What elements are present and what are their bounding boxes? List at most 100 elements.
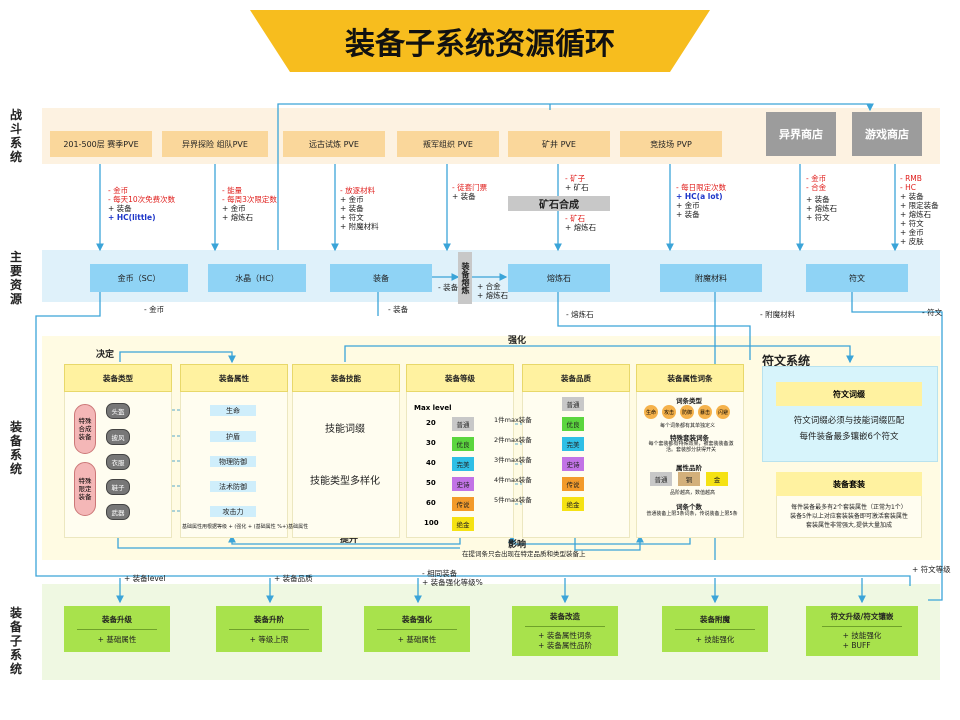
row-label-resource: 主要资源 <box>9 250 22 306</box>
skill-variety: 技能类型多样化 <box>310 476 380 487</box>
quality-normal: 普通 <box>562 397 584 411</box>
flow-label: + 符文等级 <box>912 565 951 574</box>
affix-tier: 金 <box>706 472 728 486</box>
drop-note: - 金币 - 合金 <box>806 174 827 192</box>
smelt-box: 装备熔炼 <box>458 252 472 304</box>
resource-crystal: 水晶（HC） <box>208 264 306 292</box>
ore-synthesis-box: 矿石合成 <box>508 196 610 211</box>
panel-title-equip-affix: 装备属性词条 <box>636 364 744 392</box>
flow-label: + 装备品质 <box>274 574 313 583</box>
affix-type-circle: 防御 <box>680 405 694 419</box>
subsystem-divider <box>77 628 157 630</box>
drop-note: + 装备 + 限定装备 + 熔炼石 + 符文 + 金币 + 皮肤 <box>900 192 939 246</box>
drop-note: - 金币 - 每天10次免费次数 <box>108 186 176 204</box>
affix-types-note: 每个词条都有其单独定义 <box>660 423 716 429</box>
attr-shield: 护盾 <box>210 431 256 442</box>
subsystem-enchant: 装备附魔 + 技能强化 <box>662 606 768 652</box>
page-title: 装备子系统资源循环 <box>345 27 615 62</box>
rune-line: 符文词缀必须与技能词缀匹配 <box>793 416 905 426</box>
affix-tier: 普通 <box>650 472 672 486</box>
level-link-label: 3件max装备 <box>494 456 532 464</box>
type-shoes: 鞋子 <box>106 479 130 495</box>
panel-title-equip-quality: 装备品质 <box>522 364 630 392</box>
promote-label: 提升 <box>340 535 359 545</box>
resource-enchant-material: 附魔材料 <box>660 264 762 292</box>
resource-band <box>42 250 940 302</box>
drop-note: + 装备 + 熔炼石 + 符文 <box>806 195 838 222</box>
subsystem-ascend: 装备升阶 + 等级上限 <box>216 606 322 652</box>
subsystem-reform: 装备改造 + 装备属性词条 + 装备属性品阶 <box>512 606 618 656</box>
drop-note: + 矿石 <box>565 183 589 192</box>
affix-tier: 铜 <box>678 472 700 486</box>
influence-note: 在提词条只会出现在特定品质和类型装备上 <box>462 550 586 558</box>
affix-count-title: 词条个数 <box>676 503 702 511</box>
level-header: Max level <box>414 404 452 412</box>
type-cloak: 披风 <box>106 429 130 445</box>
resource-smelt-stone: 熔炼石 <box>508 264 610 292</box>
battle-mode-arena-pvp: 竞技场 PVP <box>620 131 722 157</box>
drop-note: - RMB - HC <box>900 174 922 192</box>
strengthen-label: 强化 <box>508 336 527 346</box>
subsystem-name: 装备强化 <box>402 614 432 624</box>
panel-equip-affix <box>636 364 744 538</box>
quality-perfect: 完美 <box>452 457 474 471</box>
subsystem-rune: 符文升级/符文镶嵌 + 技能强化 + BUFF <box>806 606 918 656</box>
subsystem-band <box>42 584 940 680</box>
panel-title-equip-type: 装备类型 <box>64 364 172 392</box>
attr-attack: 攻击力 <box>210 506 256 517</box>
affix-type-circle: 闪避 <box>716 405 730 419</box>
row-label-equip-sub: 装备子系统 <box>9 606 22 676</box>
drop-note: - 徒套门票 <box>452 183 488 192</box>
quality-normal: 普通 <box>452 417 474 431</box>
level-value: 30 <box>426 439 436 447</box>
quality-perfect: 完美 <box>562 437 584 451</box>
battle-mode-ancient-pve: 远古试炼 PVE <box>283 131 385 157</box>
panel-title-equip-skill: 装备技能 <box>292 364 400 392</box>
subsystem-divider <box>525 626 605 627</box>
battle-mode-team-pve: 异界探险 组队PVE <box>162 131 268 157</box>
quality-gold: 绝金 <box>452 517 474 531</box>
flow-label: - 熔炼石 <box>566 310 594 319</box>
flow-label: - 装备 <box>388 305 409 314</box>
row-label-battle: 战斗系统 <box>9 108 22 164</box>
flow-label: - 金币 <box>144 305 165 314</box>
flow-label: - 附魔材料 <box>760 310 796 319</box>
battle-mode-mine-pve: 矿井 PVE <box>508 131 610 157</box>
quality-legend: 传说 <box>562 477 584 491</box>
smelt-out: + 合金 + 熔炼石 <box>477 282 509 300</box>
subsystem-name: 装备升阶 <box>254 614 284 624</box>
resource-rune: 符文 <box>806 264 908 292</box>
skill-affix: 技能词缀 <box>325 424 365 435</box>
drop-note: + 金币 + 熔炼石 <box>222 204 254 222</box>
subsystem-divider <box>822 626 902 627</box>
shop-otherworld: 异界商店 <box>766 112 836 156</box>
type-helmet: 头盔 <box>106 403 130 419</box>
level-value: 50 <box>426 479 436 487</box>
quality-epic: 史诗 <box>562 457 584 471</box>
level-link-label: 1件max装备 <box>494 416 532 424</box>
affix-quality-note: 品阶越高，数值越高 <box>670 490 716 496</box>
attr-magic-def: 法术防御 <box>210 481 256 492</box>
row-label-equip-sys: 装备系统 <box>9 420 22 476</box>
level-link-label: 4件max装备 <box>494 476 532 484</box>
drop-note: - 矿石 <box>565 214 586 223</box>
level-value: 20 <box>426 419 436 427</box>
shop-game: 游戏商店 <box>852 112 922 156</box>
subsystem-name: 符文升级/符文镶嵌 <box>830 612 894 621</box>
level-link-label: 5件max装备 <box>494 496 532 504</box>
subsystem-effect: + 技能强化 + BUFF <box>842 631 882 650</box>
subsystem-effect: + 基础属性 <box>397 634 437 644</box>
panel-title-equip-level: 装备等级 <box>406 364 514 392</box>
rune-line: 每件装备最多镶嵌6个符文 <box>799 432 899 442</box>
drop-note: - 放逐材料 <box>340 186 376 195</box>
battle-mode-season-pve: 201-500层 赛季PVE <box>50 131 152 157</box>
decide-label: 决定 <box>96 350 115 360</box>
quality-gold: 绝金 <box>562 497 584 511</box>
rune-system-title: 符文系统 <box>762 354 811 368</box>
type-weapon: 武器 <box>106 504 130 520</box>
attr-note: 基础属性用根据等级 + (强化 + (基础属性 %+)基础属性 <box>182 524 309 530</box>
affix-special-title: 特殊套装词条 <box>670 434 709 442</box>
drop-note: + HC(a lot) <box>676 192 723 201</box>
drop-note: + 装备 <box>108 204 132 213</box>
type-group-special-synth: 特殊合成装备 <box>74 404 96 454</box>
